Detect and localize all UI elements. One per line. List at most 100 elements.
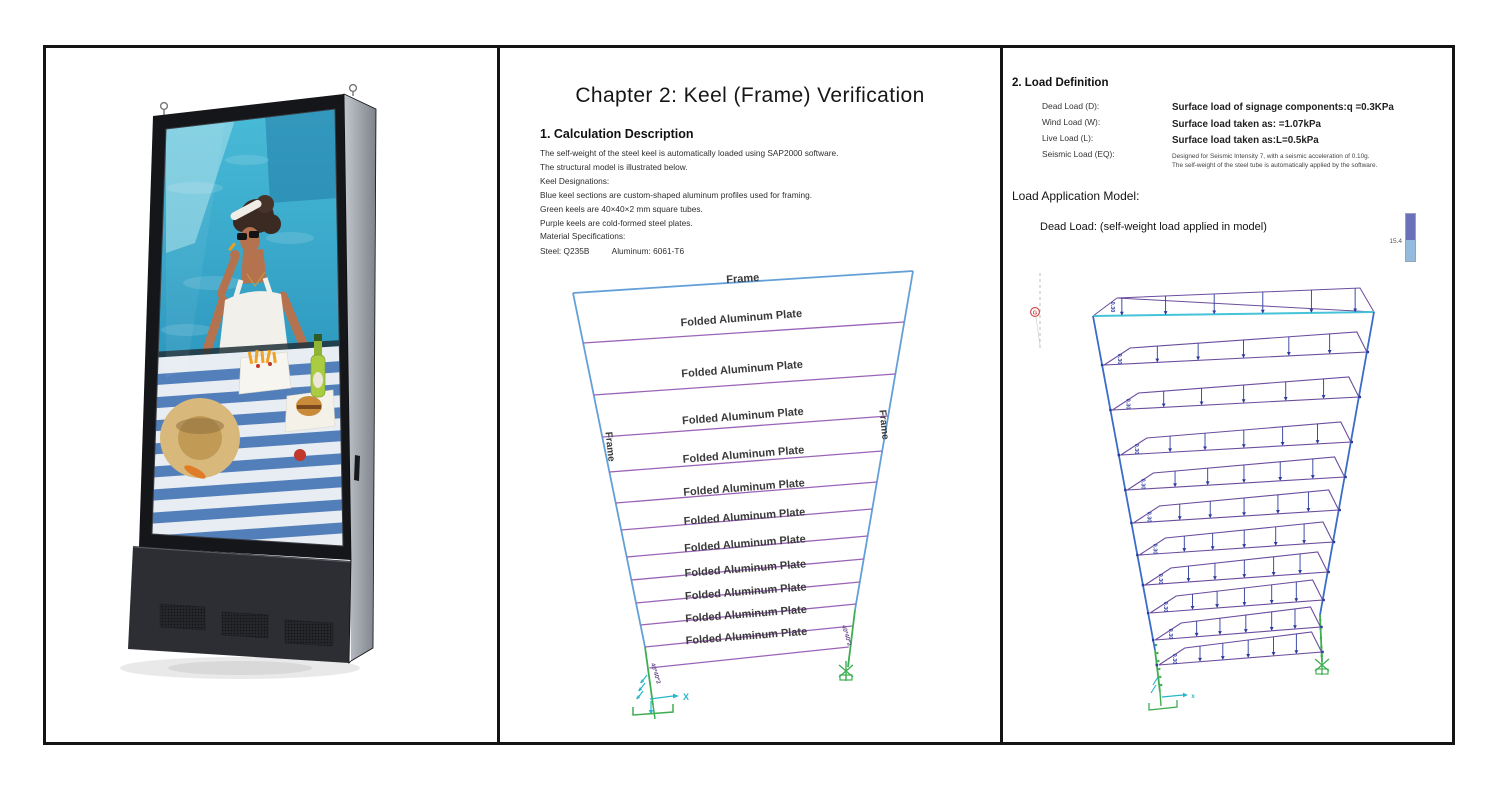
plate-line (602, 415, 889, 438)
plate-label: Folded Aluminum Plate (680, 308, 802, 330)
shelf-load-arrow-head (1286, 352, 1291, 356)
base-seam (132, 546, 352, 563)
axis-chevron-head (636, 695, 640, 699)
shelf-load-arrow-head (1298, 570, 1302, 574)
panel-divider (497, 45, 500, 745)
shelf-outline (1149, 579, 1324, 614)
shelf-load-arrow-head (1199, 401, 1204, 406)
shelf-load-arrow-head (1203, 446, 1207, 451)
top-load-arrow-head (1163, 311, 1168, 315)
frame-left-edge (572, 292, 646, 648)
ventilation-grilles (159, 603, 334, 647)
plate-label: Folded Aluminum Plate (685, 604, 807, 626)
tube-size-label: 40*40*2 (840, 625, 852, 648)
square-tube-left (644, 646, 654, 706)
panel-keel-verification: Chapter 2: Keel (Frame) Verification 1. … (500, 45, 1000, 745)
top-load-arrow-head (1309, 309, 1314, 313)
node-marker (1338, 508, 1341, 512)
shelf-load-arrow-head (1310, 475, 1315, 479)
load-value-label: 0.30 (1116, 354, 1122, 365)
burger-box (284, 389, 336, 433)
node-marker (1332, 540, 1336, 544)
shelf-load-arrow-head (1194, 632, 1199, 637)
shelf-load-arrow-head (1294, 650, 1299, 655)
drink-bottle (310, 334, 326, 398)
axis-x-arrowhead (673, 693, 679, 699)
kiosk-shadow (120, 657, 360, 679)
shelf-load-arrow-head (1242, 479, 1246, 484)
shelf-load-arrow-head (1306, 508, 1311, 512)
left-arm (202, 295, 228, 355)
plate-label: Folded Aluminum Plate (684, 533, 806, 555)
frame-label-top: Frame (726, 272, 760, 286)
kiosk-screen-image (152, 109, 343, 546)
node-marker (1158, 667, 1161, 671)
pool-light-area (166, 120, 235, 253)
shelf-load-arrow-head (1269, 627, 1274, 631)
shelf-outline (1142, 551, 1329, 586)
shelf-load-arrow-head (1327, 350, 1332, 354)
grid-marker-label: G (1033, 311, 1038, 317)
shelf-outline (1158, 631, 1323, 666)
axis-x-arrowhead (1183, 692, 1188, 698)
plate-line (593, 373, 896, 396)
top-load-arrow-head (1260, 309, 1265, 314)
shelf-load-arrow-head (1294, 598, 1299, 602)
grid-marker-circle (1030, 307, 1040, 317)
base-plate-left (1148, 700, 1178, 711)
plate-label: Folded Aluminum Plate (685, 581, 807, 603)
dead-load-caption: Dead Load: (self-weight load applied in … (1040, 221, 1267, 233)
live-load-value: Surface load taken as:L=0.5kPa (1172, 135, 1319, 146)
plate-line (621, 508, 873, 531)
node-marker (1358, 395, 1362, 399)
water-ripples (161, 155, 314, 336)
shelf-outline (1125, 456, 1346, 491)
axis-chevron (1152, 676, 1159, 686)
tube-size-label: 40*40*2 (649, 663, 661, 686)
load-value-label: 0.30 (1151, 544, 1157, 555)
plate-line (609, 450, 883, 473)
shelf-load-arrow-head (1218, 631, 1222, 635)
axis-z-arrowhead (648, 710, 654, 715)
support-symbol-right (838, 661, 854, 681)
shelf-load-arrow-head (1198, 657, 1202, 662)
shelf-load-arrow-head (1173, 483, 1177, 488)
node-marker (1100, 363, 1104, 367)
shelf-load-arrow-head (1283, 397, 1288, 401)
load-value-label: 0.30 (1139, 479, 1145, 490)
node-marker (1366, 350, 1370, 354)
load-value-label: 0.30 (1145, 512, 1151, 523)
paragraph: Blue keel sections are custom-shaped alu… (540, 189, 813, 200)
screen-reflection (166, 122, 225, 378)
paragraph: Material Specifications: (540, 231, 626, 242)
base-stub-left (652, 704, 656, 720)
shelf-load-arrow-head (1273, 542, 1278, 546)
headband (230, 199, 262, 221)
plate-line (583, 321, 905, 344)
column-right (1319, 311, 1375, 616)
plate-line (631, 558, 864, 581)
straw-hat (160, 398, 240, 478)
load-value-label: 0.30 (1171, 654, 1177, 665)
shelf-load-arrow-head (1210, 546, 1215, 551)
node-marker (1156, 651, 1159, 655)
legend-value: 15.4 (1389, 238, 1402, 245)
base-plate-left (632, 704, 674, 716)
shelf-load-arrow-head (1242, 602, 1247, 606)
axis-x-label: X (683, 692, 689, 702)
plate-line (626, 535, 868, 558)
woman-figure (202, 195, 308, 355)
kiosk-side-panel (344, 94, 376, 661)
node-marker (1155, 663, 1158, 667)
seismic-load-note: Designed for Seismic Intensity 7, with a… (1172, 152, 1377, 170)
paragraph: Purple keels are cold-formed steel plate… (540, 217, 693, 228)
node-marker (1319, 636, 1323, 640)
shelf-load-arrow-head (1186, 578, 1191, 582)
shelf-load-arrow-head (1182, 548, 1187, 552)
top-load-arrow-head (1353, 308, 1358, 313)
shelf-load-arrow-head (1271, 652, 1276, 656)
axis-x-line (1161, 694, 1184, 698)
paragraph: Green keels are 40×40×2 mm square tubes. (540, 203, 703, 214)
top-face-back (1116, 287, 1375, 313)
